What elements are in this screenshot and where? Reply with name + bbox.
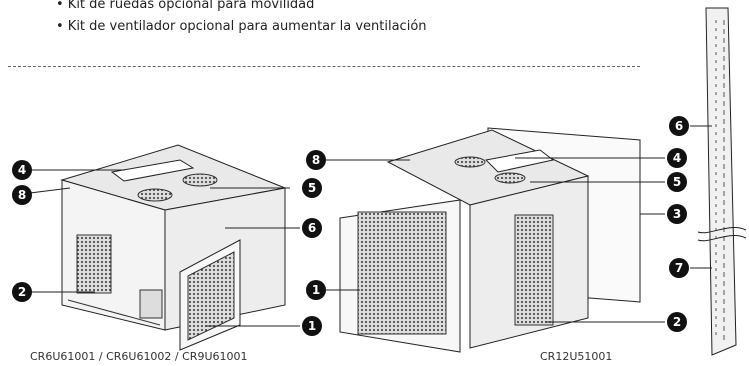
dashed-divider	[8, 66, 640, 67]
svg-text:8: 8	[18, 188, 26, 202]
mounting-rail	[697, 7, 747, 356]
svg-text:4: 4	[18, 163, 26, 177]
feature-item-fan: • Kit de ventilador opcional para aument…	[56, 19, 427, 34]
callout-left-8: 8	[12, 185, 32, 205]
callout-left-6: 6	[302, 218, 322, 238]
wall-cabinet-12u	[339, 127, 641, 353]
svg-text:1: 1	[312, 283, 320, 297]
svg-text:3: 3	[673, 207, 681, 221]
callout-right-3: 3	[667, 204, 687, 224]
feature-item-casters: • Kit de ruedas opcional para movilidad	[56, 0, 315, 12]
callout-left-2: 2	[12, 282, 32, 302]
caption-small-models: CR6U61001 / CR6U61002 / CR9U61001	[30, 350, 248, 363]
callout-right-5: 5	[667, 172, 687, 192]
small-cabinet	[60, 144, 287, 351]
side-panel-vent	[76, 234, 112, 294]
top-fan-vent-2	[182, 173, 218, 187]
svg-text:1: 1	[308, 319, 316, 333]
svg-text:7: 7	[675, 261, 683, 275]
callout-mid-1: 1	[306, 280, 326, 300]
svg-text:5: 5	[308, 181, 316, 195]
callout-mid-8: 8	[306, 150, 326, 170]
feature-list: • Kit de ruedas opcional para movilidad …	[56, 0, 427, 38]
callout-left-1: 1	[302, 316, 322, 336]
svg-text:2: 2	[673, 315, 681, 329]
svg-text:6: 6	[675, 119, 683, 133]
callout-left-5: 5	[302, 178, 322, 198]
top-fan-vent-1	[137, 188, 173, 202]
callout-rail-6: 6	[669, 116, 689, 136]
svg-text:4: 4	[673, 151, 681, 165]
callout-right-2: 2	[667, 312, 687, 332]
callout-rail-7: 7	[669, 258, 689, 278]
leader-lines	[29, 125, 712, 327]
callout-left-4: 4	[12, 160, 32, 180]
svg-text:8: 8	[312, 153, 320, 167]
callout-right-4: 4	[667, 148, 687, 168]
top-cable-cover	[110, 159, 195, 182]
svg-text:5: 5	[673, 175, 681, 189]
svg-text:2: 2	[18, 285, 26, 299]
caption-large-model: CR12U51001	[540, 350, 613, 363]
svg-text:6: 6	[308, 221, 316, 235]
